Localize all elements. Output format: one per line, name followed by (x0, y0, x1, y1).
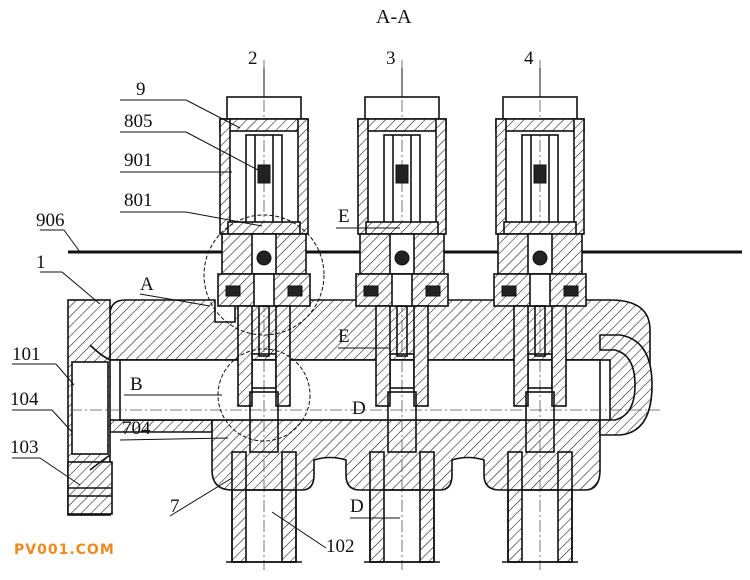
label-104: 104 (10, 389, 39, 410)
section-title: A-A (376, 6, 412, 28)
label-805: 805 (124, 111, 153, 132)
label-E-lower: E (338, 326, 350, 347)
label-2: 2 (248, 48, 258, 69)
label-4: 4 (524, 48, 534, 69)
label-D-lower: D (350, 496, 364, 517)
label-103: 103 (10, 437, 39, 458)
label-A: A (140, 274, 154, 295)
label-3: 3 (386, 48, 396, 69)
label-7: 7 (170, 496, 180, 517)
label-102: 102 (326, 536, 355, 557)
watermark: PV001.COM (14, 542, 115, 558)
leader-lines (12, 68, 541, 549)
part-labels: 2 3 4 9 805 901 801 906 1 A 101 B 104 70… (10, 48, 534, 557)
label-704: 704 (122, 418, 151, 439)
label-101: 101 (12, 344, 41, 365)
valve-unit-4 (493, 96, 587, 563)
label-801: 801 (124, 190, 153, 211)
label-901: 901 (124, 150, 153, 171)
label-9: 9 (136, 79, 146, 100)
label-1: 1 (36, 252, 46, 273)
valve-unit-3 (355, 96, 449, 563)
valve-unit-2 (203, 96, 325, 563)
label-B: B (130, 374, 143, 395)
inlet-flange (67, 299, 113, 516)
label-E-upper: E (338, 206, 350, 227)
label-906: 906 (36, 210, 65, 231)
label-D-upper: D (352, 398, 366, 419)
